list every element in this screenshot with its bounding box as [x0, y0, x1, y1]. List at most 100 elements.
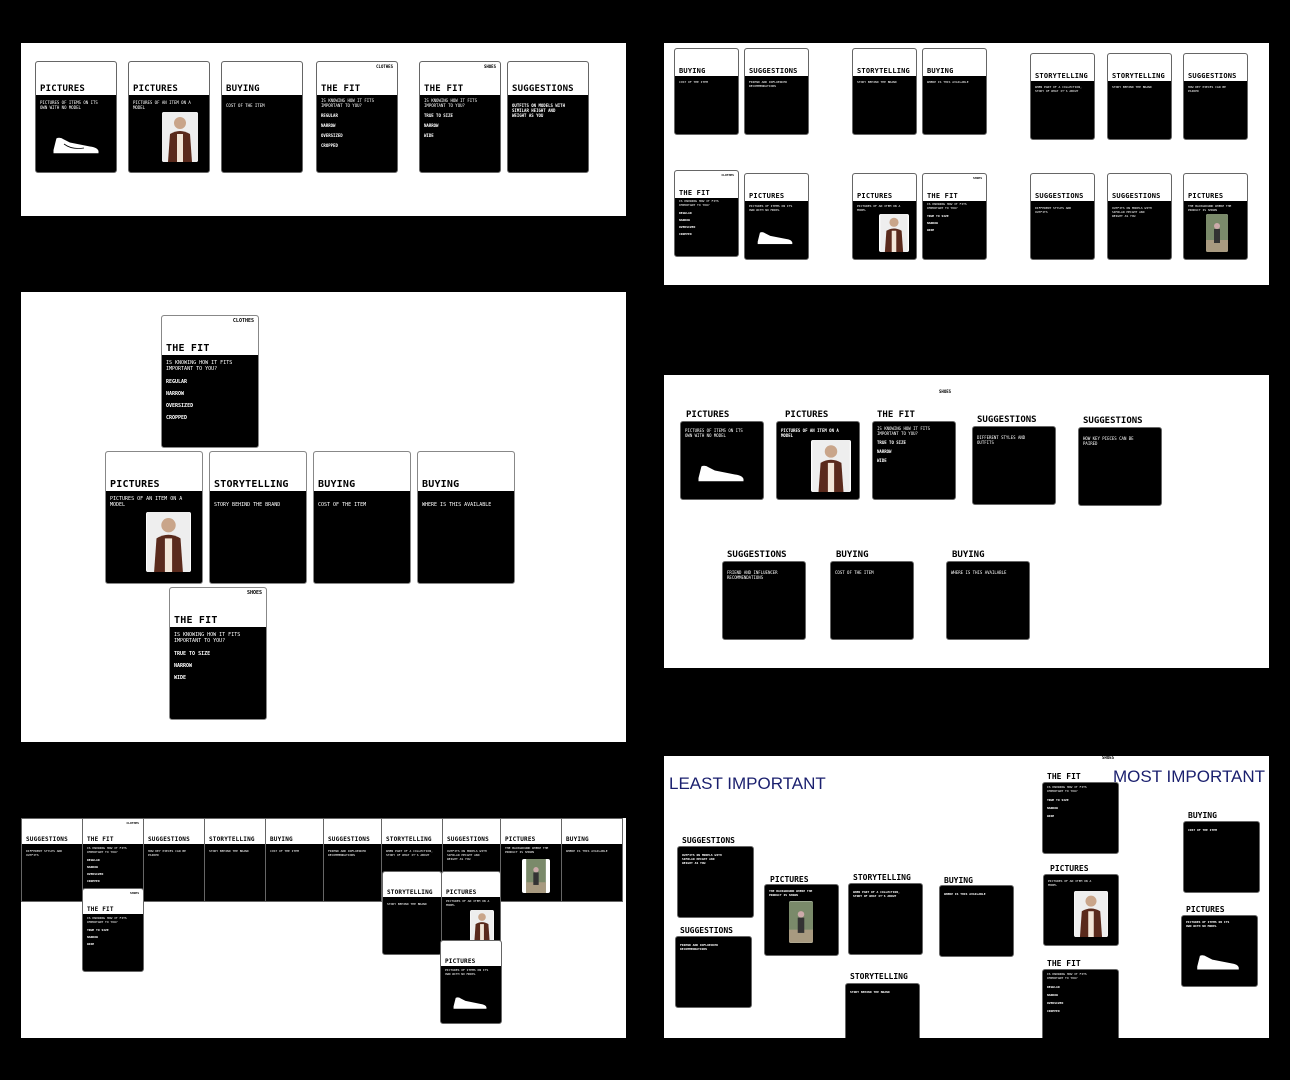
- card-title: PICTURES: [133, 84, 178, 94]
- card-suggestions-friends[interactable]: FRIEND AND INFLUENCER RECOMMENDATIONS: [675, 936, 752, 1008]
- card-title: PICTURES: [40, 84, 85, 94]
- card-suggestions-styles[interactable]: DIFFERENT STYLES AND OUTFITS: [972, 426, 1056, 505]
- card-buying-cost[interactable]: COST OF THE ITEM: [830, 561, 914, 640]
- card-storytelling-brand[interactable]: STORYTELLING STORY BEHIND THE BRAND: [382, 871, 442, 955]
- card-tag: CLOTHES: [232, 318, 254, 324]
- card-desc: IS KNOWING HOW IT FITS IMPORTANT TO YOU?: [87, 916, 127, 924]
- card-pictures-no-model[interactable]: PICTURES PICTURES OF ITEMS ON ITS OWN WI…: [744, 173, 809, 260]
- card-title: BUYING: [952, 550, 985, 560]
- card-suggestions-friends[interactable]: SUGGESTIONS FRIEND AND INFLUENCER RECOMM…: [744, 48, 809, 135]
- card-suggestions-styles[interactable]: SUGGESTIONS DIFFERENT STYLES AND OUTFITS: [1030, 173, 1095, 260]
- card-buying-cost[interactable]: BUYING COST OF THE ITEM: [221, 61, 303, 173]
- card-buying-where[interactable]: BUYING WHERE IS THIS AVAILABLE: [417, 451, 515, 584]
- card-suggestions-paired[interactable]: SUGGESTIONS HOW KEY PIECES CAN BE PAIRED: [143, 818, 205, 902]
- card-suggestions-paired[interactable]: SUGGESTIONS HOW KEY PIECES CAN BE PAIRED: [1183, 53, 1248, 140]
- card-title: STORYTELLING: [853, 873, 911, 882]
- card-title: THE FIT: [174, 615, 218, 626]
- card-desc: IS KNOWING HOW IT FITS IMPORTANT TO YOU?: [424, 98, 477, 108]
- card-desc: COST OF THE ITEM: [1188, 828, 1217, 832]
- card-pictures-model[interactable]: PICTURES OF AN ITEM ON A MODEL: [776, 421, 860, 500]
- card-storytelling-collection[interactable]: WHEN PART OF A COLLECTION, STORY OF WHAT…: [848, 883, 923, 955]
- fit-option: WIDE: [1047, 813, 1055, 818]
- card-pictures-no-model[interactable]: PICTURES PICTURES OF ITEMS ON ITS OWN WI…: [440, 940, 502, 1024]
- card-title: SUGGESTIONS: [680, 926, 733, 935]
- card-title: BUYING: [318, 479, 356, 490]
- most-important-heading: MOST IMPORTANT: [1113, 767, 1266, 786]
- card-pictures-no-model[interactable]: PICTURES OF ITEMS ON ITS OWN WITH NO MOD…: [680, 421, 764, 500]
- card-tag: CLOTHES: [721, 173, 734, 177]
- fit-option: TRUE TO SIZE: [424, 113, 453, 118]
- model-photo: [470, 910, 494, 942]
- card-desc: WHERE IS THIS AVAILABLE: [927, 80, 969, 84]
- card-buying-where[interactable]: BUYING WHERE IS THIS AVAILABLE: [561, 818, 623, 902]
- card-suggestions-friends[interactable]: SUGGESTIONS FRIEND AND INFLUENCER RECOMM…: [323, 818, 382, 902]
- card-title: STORYTELLING: [214, 479, 289, 490]
- card-fit-shoes[interactable]: IS KNOWING HOW IT FITS IMPORTANT TO YOU?…: [872, 421, 956, 500]
- card-title: SUGGESTIONS: [977, 415, 1037, 425]
- card-buying-where[interactable]: BUYING WHERE IS THIS AVAILABLE: [922, 48, 987, 135]
- card-desc: STORY BEHIND THE BRAND: [850, 990, 890, 994]
- card-storytelling-brand[interactable]: STORYTELLING STORY BEHIND THE BRAND: [209, 451, 307, 584]
- card-buying-cost[interactable]: BUYING COST OF THE ITEM: [313, 451, 411, 584]
- card-desc: IS KNOWING HOW IT FITS IMPORTANT TO YOU?: [174, 632, 241, 645]
- card-suggestions-outfits[interactable]: SUGGESTIONS OUTFITS ON MODELS WITH SIMIL…: [1107, 173, 1172, 260]
- card-storytelling-brand[interactable]: STORYTELLING STORY BEHIND THE BRAND: [204, 818, 266, 902]
- card-suggestions-friends[interactable]: FRIEND AND INFLUENCER RECOMMENDATIONS: [722, 561, 806, 640]
- card-pictures-model[interactable]: PICTURES PICTURES OF AN ITEM ON A MODEL: [852, 173, 917, 260]
- card-suggestions-outfits[interactable]: SUGGESTIONS OUTFITS ON MODELS WITH SIMIL…: [507, 61, 589, 173]
- card-buying-where[interactable]: WHERE IS THIS AVAILABLE: [939, 885, 1014, 957]
- sneaker-icon: [697, 464, 745, 483]
- card-title: SUGGESTIONS: [1035, 192, 1084, 200]
- card-pictures-background[interactable]: PICTURES THE BACKGROUND WHERE THE PRODUC…: [500, 818, 562, 902]
- card-pictures-no-model[interactable]: PICTURES OF ITEMS ON ITS OWN WITH NO MOD…: [1181, 915, 1258, 987]
- card-tag: SHOES: [246, 590, 262, 596]
- card-suggestions-outfits[interactable]: OUTFITS ON MODELS WITH SIMILAR HEIGHT AN…: [677, 846, 754, 918]
- card-buying-cost[interactable]: COST OF THE ITEM: [1183, 821, 1260, 893]
- card-title: BUYING: [226, 84, 260, 94]
- card-pictures-model[interactable]: PICTURES OF AN ITEM ON A MODEL: [1043, 874, 1119, 946]
- forest-photo: [1206, 214, 1228, 252]
- card-desc: FRIEND AND INFLUENCER RECOMMENDATIONS: [749, 80, 787, 88]
- card-title: SUGGESTIONS: [682, 836, 735, 845]
- card-desc: FRIEND AND INFLUENCER RECOMMENDATIONS: [680, 943, 718, 951]
- card-title: THE FIT: [87, 906, 114, 913]
- card-storytelling-brand[interactable]: STORYTELLING STORY BEHIND THE BRAND: [1107, 53, 1172, 140]
- card-desc: STORY BEHIND THE BRAND: [209, 849, 249, 853]
- card-pictures-no-model[interactable]: PICTURES PICTURES OF ITEMS ON ITS OWN WI…: [35, 61, 117, 173]
- card-title: BUYING: [566, 836, 589, 843]
- card-title: PICTURES: [1050, 864, 1089, 873]
- card-title: BUYING: [944, 876, 973, 885]
- card-title: SUGGESTIONS: [727, 550, 787, 560]
- model-photo: [811, 440, 851, 492]
- forest-photo: [789, 901, 813, 943]
- fit-option: TRUE TO SIZE: [1047, 797, 1069, 802]
- card-fit-clothes[interactable]: IS KNOWING HOW IT FITS IMPORTANT TO YOU?…: [1042, 969, 1119, 1038]
- card-buying-where[interactable]: WHERE IS THIS AVAILABLE: [946, 561, 1030, 640]
- card-desc: IS KNOWING HOW IT FITS IMPORTANT TO YOU?: [1047, 972, 1087, 980]
- board-grouped-cards: BUYING COST OF THE ITEM SUGGESTIONS FRIE…: [664, 43, 1269, 285]
- card-title: STORYTELLING: [857, 67, 910, 75]
- card-pictures-background[interactable]: THE BACKGROUND WHERE THE PRODUCT IS SHOW…: [764, 884, 839, 956]
- card-pictures-model[interactable]: PICTURES PICTURES OF AN ITEM ON A MODEL: [105, 451, 203, 584]
- card-suggestions-paired[interactable]: HOW KEY PIECES CAN BE PAIRED: [1078, 427, 1162, 506]
- fit-option: REGULAR: [1047, 984, 1060, 989]
- fit-option: WIDE: [927, 227, 935, 232]
- card-storytelling-collection[interactable]: STORYTELLING WHEN PART OF A COLLECTION, …: [1030, 53, 1095, 140]
- card-buying-cost[interactable]: BUYING COST OF THE ITEM: [265, 818, 324, 902]
- card-buying-cost[interactable]: BUYING COST OF THE ITEM: [674, 48, 739, 135]
- card-suggestions-styles[interactable]: SUGGESTIONS DIFFERENT STYLES AND OUTFITS: [21, 818, 83, 902]
- card-desc: WHEN PART OF A COLLECTION, STORY OF WHAT…: [853, 890, 900, 898]
- card-pictures-background[interactable]: PICTURES THE BACKGROUND WHERE THE PRODUC…: [1183, 173, 1248, 260]
- card-fit-shoes[interactable]: SHOES THE FIT IS KNOWING HOW IT FITS IMPO…: [169, 587, 267, 720]
- fit-option: TRUE TO SIZE: [87, 927, 109, 932]
- card-storytelling-brand[interactable]: STORYTELLING STORY BEHIND THE BRAND: [852, 48, 917, 135]
- card-storytelling-brand[interactable]: STORY BEHIND THE BRAND: [845, 983, 920, 1038]
- card-pictures-model[interactable]: PICTURES PICTURES OF AN ITEM ON A MODEL: [128, 61, 210, 173]
- card-fit-shoes[interactable]: IS KNOWING HOW IT FITS IMPORTANT TO YOU?…: [1042, 782, 1119, 854]
